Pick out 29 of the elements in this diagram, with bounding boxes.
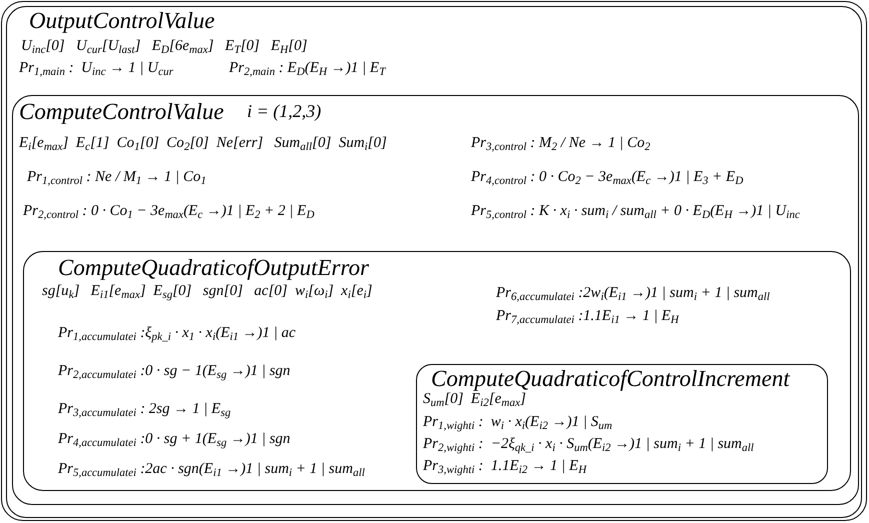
- rule-text: Pr$_{1,accumulate}$$_{i}$ :ξ$_{pk_i}$ · x$_{1}$ · x$_{i}$(E$_{i1}$ →)1 | ac: [58, 324, 296, 344]
- rule-text: Pr$_{2,wight}$$_{i}$ : −2ξ$_{qk_i}$ · x$_{i}$ · S$_{um}$(E$_{i2}$ →)1 | sum$_{i}$ + 1 | sum$_{all}$: [423, 435, 754, 454]
- membrane-title: ComputeQuadraticofOutputError: [58, 254, 369, 282]
- rule-text: Pr$_{1,main}$ : U$_{inc}$ → 1 | U$_{cur}$: [19, 59, 174, 78]
- membrane-title: ComputeQuadraticofControlIncrement: [431, 365, 790, 392]
- object-list: E$_{i}$[e$_{max}$] E$_{c}$[1] Co$_{1}$[0] Co$_{2}$[0] Ne[err] Sum$_{all}$[0] Sum$_{i}$[0]: [19, 134, 387, 154]
- rule-text: Pr$_{4,accumulate}$$_{i}$ :0 · sg + 1(E$_{sg}$ →)1 | sgn: [58, 430, 290, 450]
- rule-text: Pr$_{4,control}$ : 0 · Co$_{2}$ − 3e$_{max}$(E$_{c}$ →)1 | E$_{3}$ + E$_{D}$: [471, 168, 744, 188]
- membrane-title: OutputControlValue: [29, 7, 215, 35]
- object-list: U$_{inc}$[0] U$_{cur}$[U$_{last}$] E$_{D}$[6e$_{max}$] E$_{T}$[0] E$_{H}$[0]: [21, 37, 308, 56]
- rule-text: Pr$_{5,control}$ : K · x$_{i}$ · sum$_{i}$ / sum$_{all}$ + 0 · E$_{D}$(E$_{H}$ →)1 | U$_{inc}$: [471, 202, 800, 222]
- object-list: sg[u$_{k}$] E$_{i1}$[e$_{max}$] E$_{sg}$[0] sgn[0] ac[0] w$_{i}$[ω$_{i}$] x$_{i}$[e$_{i}$]: [42, 282, 372, 302]
- rule-text: Pr$_{2,accumulate}$$_{i}$ :0 · sg − 1(E$_{sg}$ →)1 | sgn: [58, 362, 290, 382]
- membrane-title: ComputeControlValue: [19, 98, 224, 126]
- rule-text: Pr$_{7,accumulate}$$_{i}$ :1.1E$_{i1}$ → 1 | E$_{H}$: [496, 307, 679, 326]
- membrane-box: [23, 251, 851, 491]
- rule-text: Pr$_{1,wight}$$_{i}$ : w$_{i}$ · x$_{i}$(E$_{i2}$ →)1 | S$_{um}$: [423, 413, 612, 432]
- rule-text: Pr$_{2,control}$ : 0 · Co$_{1}$ − 3e$_{max}$(E$_{c}$ →)1 | E$_{2}$ + 2 | E$_{D}$: [23, 202, 314, 222]
- rule-text: Pr$_{3,control}$ : M$_{2}$ / Ne → 1 | Co$_{2}$: [471, 134, 650, 154]
- rule-text: Pr$_{6,accumulate}$$_{i}$ :2w$_{i}$(E$_{i1}$ →)1 | sum$_{i}$ + 1 | sum$_{all}$: [496, 284, 770, 304]
- rule-text: Pr$_{3,wight}$$_{i}$ : 1.1E$_{i2}$ → 1 | E$_{H}$: [423, 457, 586, 476]
- object-list: S$_{um}$[0] E$_{i2}$[e$_{max}$]: [423, 390, 526, 410]
- rule-text: Pr$_{2,main}$ : E$_{D}$(E$_{H}$ →)1 | E$_{T}$: [229, 59, 386, 78]
- membrane-box: [12, 95, 859, 505]
- membrane-box: [416, 364, 828, 484]
- index-range: i = (1,2,3): [247, 100, 322, 123]
- rule-text: Pr$_{1,control}$ : Ne / M$_{1}$ → 1 | Co$_{1}$: [27, 168, 206, 188]
- rule-text: Pr$_{3,accumulate}$$_{i}$ : 2sg → 1 | E$_{sg}$: [58, 400, 231, 420]
- rule-text: Pr$_{5,accumulate}$$_{i}$ :2ac · sgn(E$_{i1}$ →)1 | sum$_{i}$ + 1 | sum$_{all}$: [58, 460, 365, 480]
